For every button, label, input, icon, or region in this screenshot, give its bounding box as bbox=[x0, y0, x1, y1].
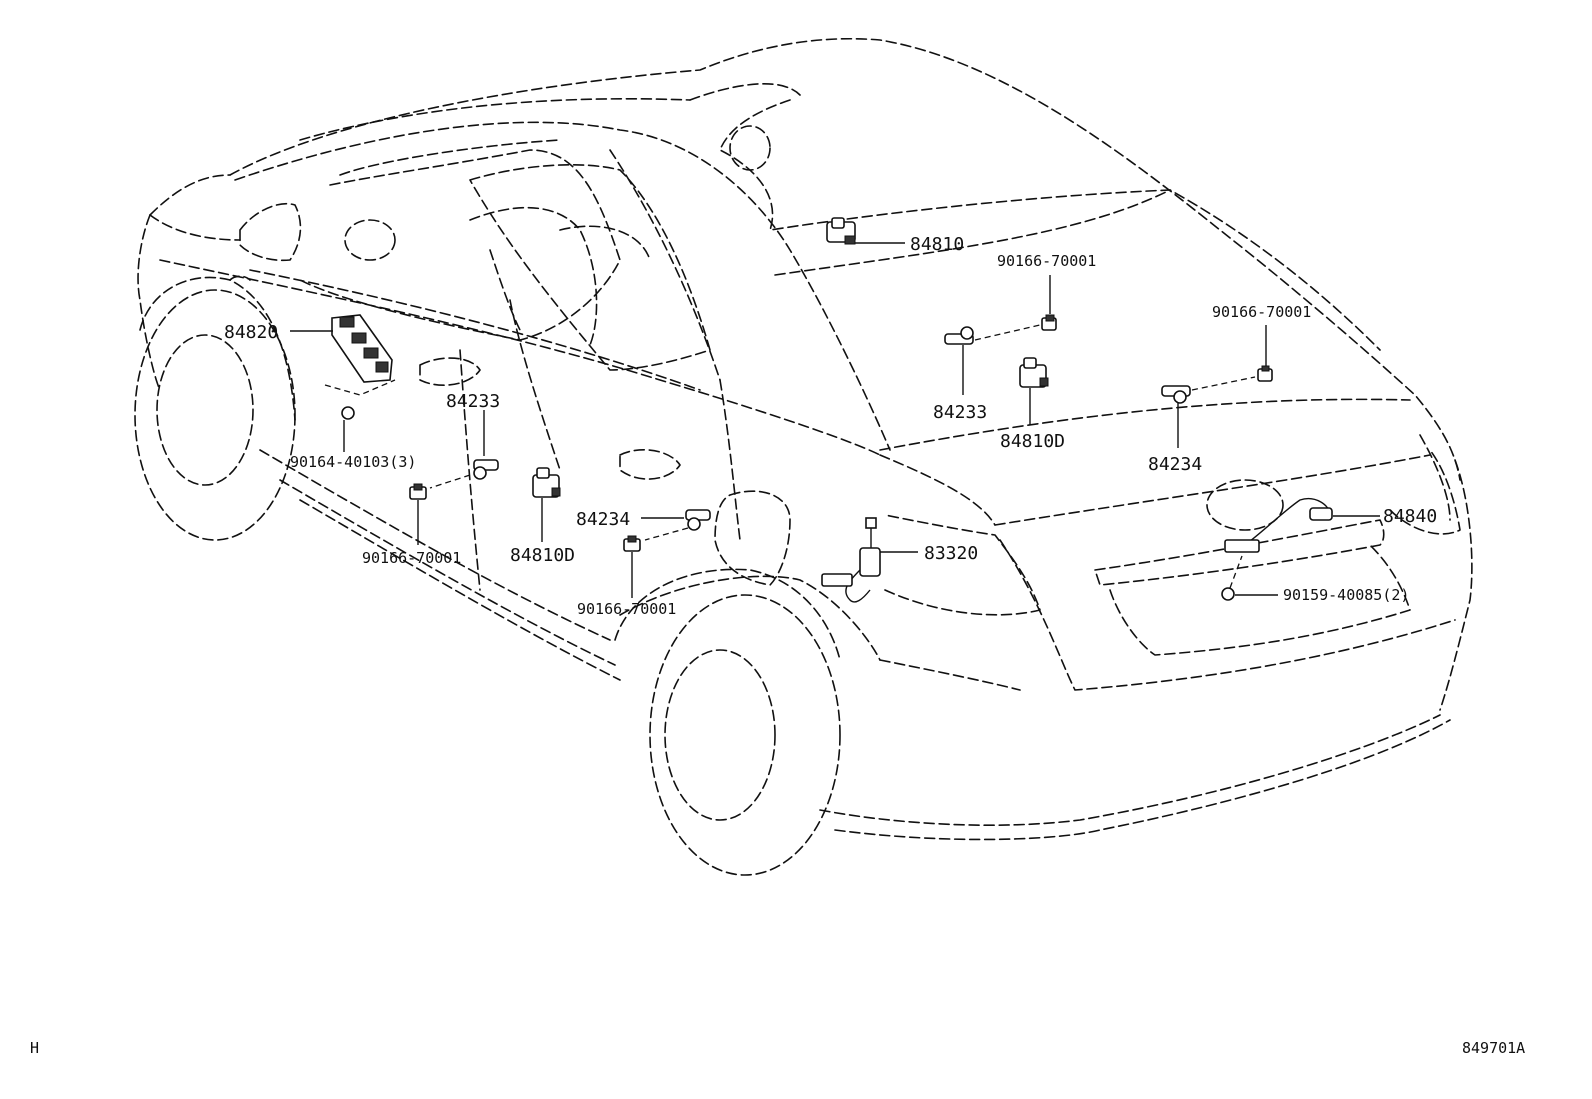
label-90166-70001-upper-mid: 90166-70001 bbox=[997, 252, 1096, 270]
screw-90164-part bbox=[341, 406, 355, 452]
bolt-90166-c-part bbox=[409, 483, 427, 545]
label-90166-70001-bottom: 90166-70001 bbox=[577, 600, 676, 618]
label-84820: 84820 bbox=[224, 322, 278, 343]
label-90159-40085: 90159-40085(2) bbox=[1283, 586, 1409, 604]
bolt-90166-d-part bbox=[623, 535, 641, 598]
trunk-switch-84840-part bbox=[1224, 498, 1380, 553]
master-switch-84820-part bbox=[290, 314, 396, 396]
callout-labels: 84810 90166-70001 90166-70001 84820 8423… bbox=[224, 234, 1437, 618]
switch-84810d-a-part bbox=[1019, 357, 1049, 425]
label-83320: 83320 bbox=[924, 543, 978, 564]
label-84233-left: 84233 bbox=[446, 391, 500, 412]
label-84234-left: 84234 bbox=[576, 509, 630, 530]
courtesy-switch-84233-a-part bbox=[429, 410, 499, 489]
courtesy-switch-84234-b-part bbox=[1161, 376, 1256, 448]
label-84840: 84840 bbox=[1383, 506, 1437, 527]
courtesy-switch-84234-a-part bbox=[641, 509, 711, 541]
parts bbox=[290, 217, 1380, 603]
sensor-83320-part bbox=[821, 517, 918, 603]
label-90166-70001-left: 90166-70001 bbox=[362, 549, 461, 567]
label-84233-mid: 84233 bbox=[933, 402, 987, 423]
corner-marker-left: H bbox=[30, 1039, 39, 1057]
screw-90159-part bbox=[1221, 555, 1278, 601]
label-90164-40103: 90164-40103(3) bbox=[290, 453, 416, 471]
courtesy-switch-84233-b-part bbox=[944, 324, 1041, 395]
bolt-90166-a-part bbox=[1041, 275, 1057, 331]
bolt-90166-b-part bbox=[1257, 325, 1273, 382]
label-90166-70001-right: 90166-70001 bbox=[1212, 303, 1311, 321]
switch-84810-part bbox=[826, 217, 905, 245]
label-84234-right: 84234 bbox=[1148, 454, 1202, 475]
switch-84810d-b-part bbox=[532, 467, 561, 542]
label-84810d-mid: 84810D bbox=[1000, 431, 1065, 452]
label-84810d-left: 84810D bbox=[510, 545, 575, 566]
label-84810: 84810 bbox=[910, 234, 964, 255]
diagram-code: 849701A bbox=[1462, 1039, 1525, 1057]
car-body-outline bbox=[134, 37, 1473, 876]
